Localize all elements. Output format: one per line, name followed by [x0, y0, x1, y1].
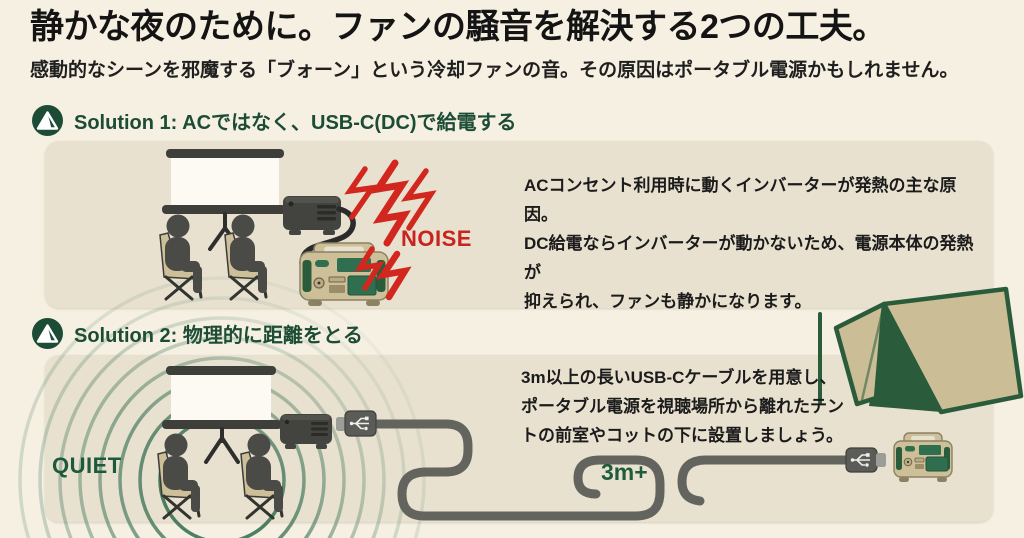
- page-title: 静かな夜のために。ファンの騒音を解決する2つの工夫。: [30, 8, 886, 46]
- noise-label: NOISE: [401, 226, 472, 251]
- solution2-header: Solution 2: 物理的に距離をとる: [32, 317, 363, 349]
- tent-badge-icon: [32, 317, 63, 349]
- solution2-heading: Solution 2: 物理的に距離をとる: [74, 324, 363, 347]
- solution2-body: 3m以上の長いUSB-Cケーブルを用意し、 ポータブル電源を視聴場所から離れたテ…: [521, 368, 844, 445]
- tent-badge-icon: [32, 104, 63, 136]
- cable-length-label: 3m+: [601, 459, 648, 485]
- solution1-body: ACコンセント利用時に動くインバーターが発熱の主な原因。 DC給電ならインバータ…: [524, 176, 974, 311]
- solution1-heading: Solution 1: ACではなく、USB-C(DC)で給電する: [74, 111, 517, 134]
- page-subtitle: 感動的なシーンを邪魔する「ブォーン」という冷却ファンの音。その原因はポータブル電…: [30, 60, 959, 81]
- quiet-label: QUIET: [52, 453, 122, 478]
- solution1-header: Solution 1: ACではなく、USB-C(DC)で給電する: [32, 104, 517, 136]
